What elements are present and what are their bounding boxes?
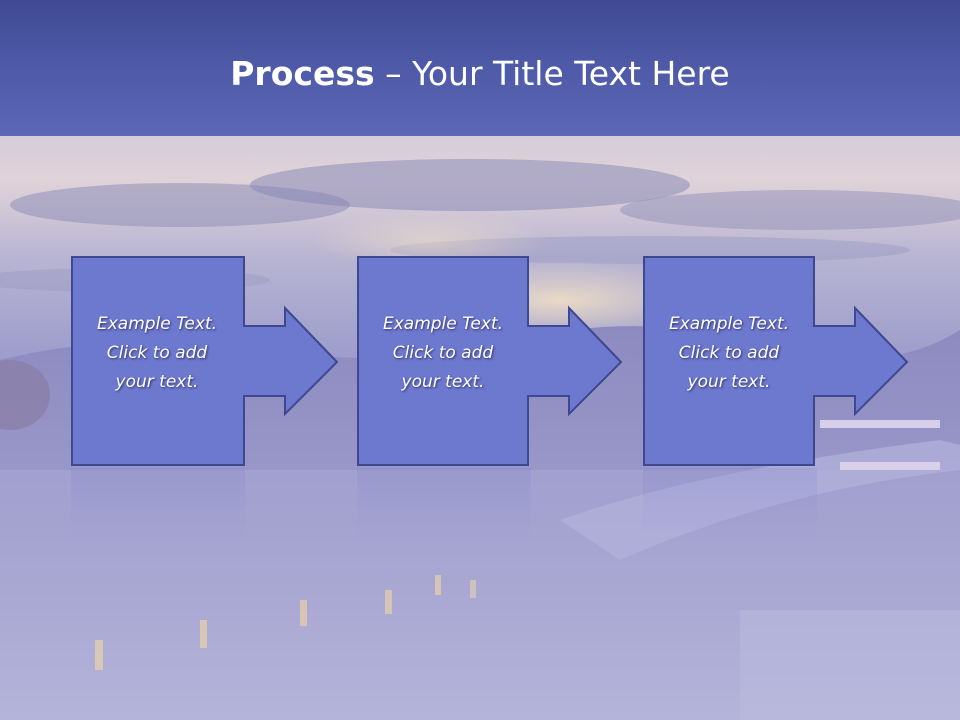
step-3-line-1: Example Text. [668,314,790,334]
title-bar [0,0,960,136]
step-1-shape [71,256,339,466]
slide-title[interactable]: Process – Your Title Text Here [0,52,960,96]
process-step-1[interactable]: Example Text. Click to add your text. [71,256,339,466]
step-2-text[interactable]: Example Text. Click to add your text. [357,310,529,397]
step-3-shape [643,256,909,466]
step-2-reflection [357,468,531,538]
title-rest: – Your Title Text Here [374,54,730,93]
step-1-line-1: Example Text. [96,314,218,334]
step-2-line-3: your text. [401,372,485,392]
step-2-line-2: Click to add [392,343,494,363]
step-3-text[interactable]: Example Text. Click to add your text. [643,310,815,397]
step-3-line-3: your text. [687,372,771,392]
process-step-3[interactable]: Example Text. Click to add your text. [643,256,909,466]
title-bold: Process [230,54,375,93]
step-2-line-1: Example Text. [382,314,504,334]
step-3-reflection [643,468,817,538]
process-step-2[interactable]: Example Text. Click to add your text. [357,256,623,466]
step-2-shape [357,256,623,466]
step-1-line-2: Click to add [106,343,208,363]
step-1-line-3: your text. [115,372,199,392]
step-1-reflection [71,468,245,538]
step-1-text[interactable]: Example Text. Click to add your text. [71,310,243,397]
step-3-line-2: Click to add [678,343,780,363]
